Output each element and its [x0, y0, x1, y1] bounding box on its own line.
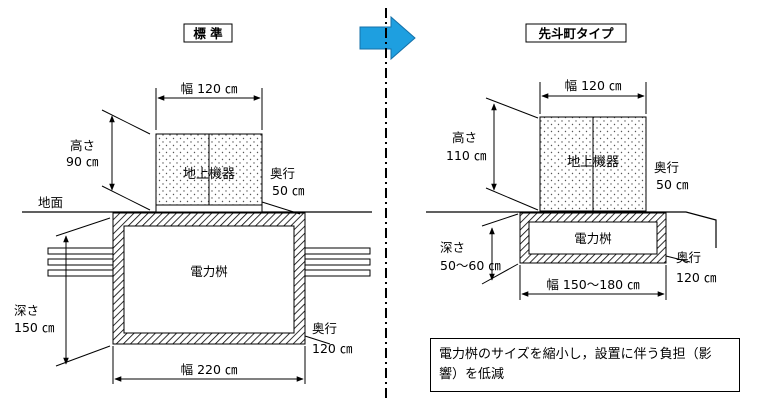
vault-width-label-pontocho: 幅 150～180 ㎝ [546, 277, 640, 292]
vault-depth-value-pontocho: 50～60 ㎝ [440, 258, 501, 273]
summary-note: 電力桝のサイズを縮小し，設置に伴う負担（影響）を低減 [430, 338, 740, 392]
vault-pontocho-label: 電力桝 [574, 231, 612, 246]
equip-depth-value-pontocho: 50 ㎝ [656, 177, 689, 192]
equip-height-value-standard: 90 ㎝ [66, 154, 99, 169]
vault-pontocho [519, 212, 667, 264]
equip-height-label-pontocho: 高さ [452, 130, 477, 145]
equip-width-label-standard: 幅 120 ㎝ [181, 81, 238, 96]
vault-depth-label-standard: 深さ [14, 303, 39, 318]
vault-depth-label-pontocho: 深さ [440, 240, 465, 255]
vault-back-value-pontocho: 120 ㎝ [676, 270, 717, 285]
equip-height-label-standard: 高さ [70, 138, 95, 153]
standard-side: 地面 電力桝 地上機器 幅 120 ㎝ 高さ 90 ㎝ [14, 81, 372, 384]
equipment-standard-label: 地上機器 [183, 167, 235, 182]
ground-label: 地面 [38, 195, 63, 210]
vault-back-value-standard: 120 ㎝ [312, 341, 353, 356]
equip-depth-value-standard: 50 ㎝ [272, 183, 305, 198]
vault-width-label-standard: 幅 220 ㎝ [181, 362, 238, 377]
summary-note-text: 電力桝のサイズを縮小し，設置に伴う負担（影響）を低減 [439, 347, 712, 382]
pipes-right [304, 247, 371, 277]
pontocho-side: 電力桝 地上機器 幅 120 ㎝ 高さ 110 ㎝ 奥行 50 ㎝ 深さ 50～… [426, 78, 717, 300]
vault-back-label-pontocho: 奥行 [676, 250, 701, 265]
pipes-left [47, 247, 114, 277]
equip-depth-label-standard: 奥行 [270, 166, 295, 181]
vault-standard-label: 電力桝 [190, 264, 228, 279]
title-standard: 標 準 [183, 23, 233, 43]
vault-back-label-standard: 奥行 [312, 321, 337, 336]
transition-arrow-icon [359, 15, 416, 61]
equipment-pontocho-label: 地上機器 [567, 155, 619, 170]
equip-width-label-pontocho: 幅 120 ㎝ [565, 78, 622, 93]
ground-line-right [426, 211, 717, 248]
equip-height-value-pontocho: 110 ㎝ [446, 148, 487, 163]
title-standard-text: 標 準 [193, 26, 223, 41]
title-pontocho-text: 先斗町タイプ [538, 26, 614, 41]
vault-depth-value-standard: 150 ㎝ [14, 320, 55, 335]
title-pontocho: 先斗町タイプ [525, 23, 627, 43]
equip-depth-label-pontocho: 奥行 [654, 160, 679, 175]
vault-standard [112, 212, 306, 345]
